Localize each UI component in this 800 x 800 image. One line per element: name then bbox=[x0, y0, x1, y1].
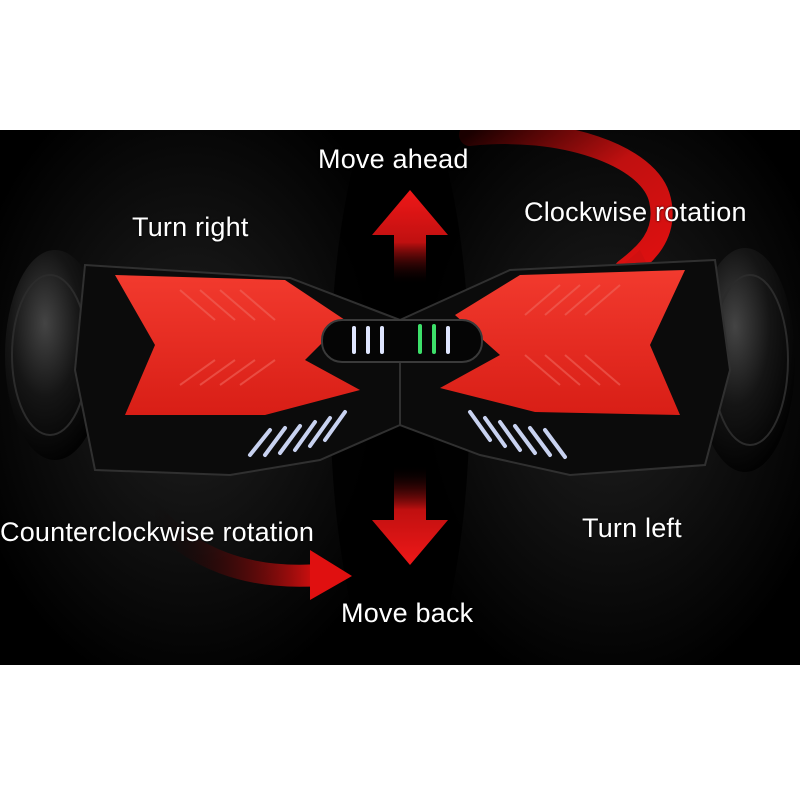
counterclockwise-rotation-label: Counterclockwise rotation bbox=[0, 517, 315, 547]
led-green-2 bbox=[432, 324, 436, 354]
counterclockwise-arrow bbox=[139, 499, 331, 587]
move-back-arrow bbox=[372, 465, 448, 565]
led-green-1 bbox=[418, 324, 422, 354]
led-white-2 bbox=[366, 326, 370, 354]
photo-panel: Move ahead Turn right Clockwise rotation… bbox=[0, 130, 800, 665]
right-footpad bbox=[440, 270, 685, 415]
clockwise-rotation-label: Clockwise rotation bbox=[524, 197, 747, 227]
move-ahead-arrow bbox=[372, 190, 448, 285]
clockwise-arrow bbox=[459, 130, 673, 281]
right-vent-stripes bbox=[468, 410, 567, 459]
center-led-panel bbox=[321, 319, 483, 363]
counterclockwise-arrowhead bbox=[310, 550, 352, 600]
left-footpad bbox=[115, 275, 360, 415]
hoverboard-photo bbox=[0, 130, 800, 665]
left-footpad-ridges bbox=[179, 289, 276, 386]
move-ahead-label: Move ahead bbox=[318, 144, 469, 174]
led-white-3 bbox=[380, 326, 384, 354]
led-white-1 bbox=[352, 326, 356, 354]
right-footpad-ridges bbox=[524, 284, 621, 386]
led-indicators bbox=[352, 324, 450, 354]
turn-left-label: Turn left bbox=[582, 513, 682, 543]
turn-right-label: Turn right bbox=[132, 212, 249, 242]
led-white-4 bbox=[446, 326, 450, 354]
left-wheel bbox=[5, 250, 105, 460]
left-vent-stripes bbox=[248, 410, 347, 457]
move-back-label: Move back bbox=[341, 598, 474, 628]
